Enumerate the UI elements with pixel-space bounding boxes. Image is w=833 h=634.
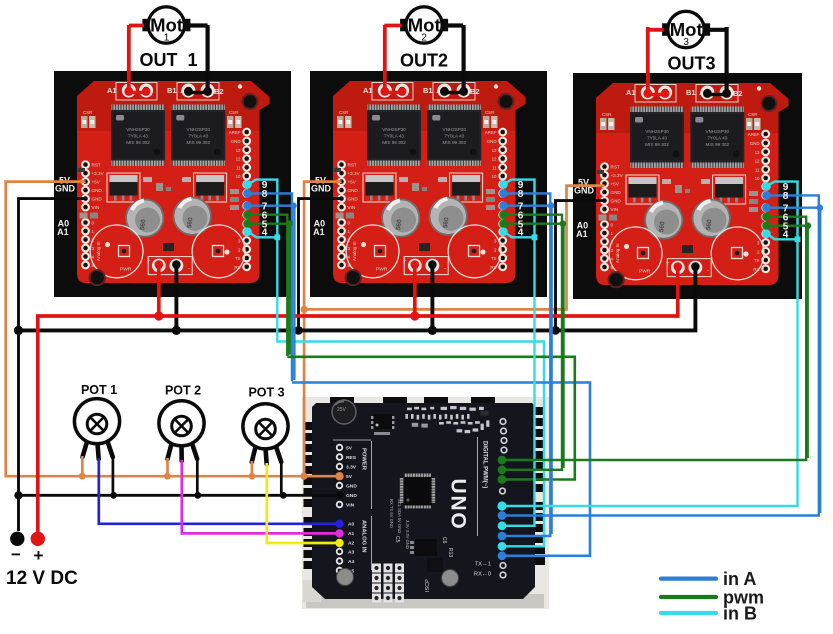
svg-text:VIN: VIN <box>346 502 355 508</box>
svg-text:R13: R13 <box>447 548 453 557</box>
svg-text:A1: A1 <box>348 531 355 537</box>
svg-text:6: 6 <box>262 211 268 222</box>
svg-text:1: 1 <box>164 32 170 43</box>
svg-text:GND: GND <box>346 493 357 499</box>
svg-text:GND: GND <box>346 483 357 489</box>
svg-text:A0: A0 <box>348 522 355 528</box>
svg-text:3.3V: 3.3V <box>346 464 357 470</box>
svg-text:12 V DC: 12 V DC <box>6 568 78 589</box>
svg-text:POT 2: POT 2 <box>165 384 201 398</box>
svg-text:7: 7 <box>518 202 524 213</box>
svg-text:OUT3: OUT3 <box>667 54 715 74</box>
svg-text:POT 1: POT 1 <box>81 383 117 397</box>
svg-text:4: 4 <box>783 230 789 241</box>
svg-text:in B: in B <box>723 604 757 624</box>
svg-text:5V: 5V <box>346 445 353 451</box>
svg-text:9: 9 <box>262 180 268 191</box>
svg-text:A4: A4 <box>348 559 355 565</box>
svg-text:8: 8 <box>518 189 524 200</box>
svg-text:pwm: pwm <box>723 588 764 608</box>
svg-text:6: 6 <box>518 211 524 222</box>
svg-text:A2: A2 <box>348 541 355 547</box>
svg-text:OUT 1: OUT 1 <box>139 50 197 70</box>
svg-text:POT 3: POT 3 <box>248 386 284 400</box>
svg-text:A3: A3 <box>348 550 355 556</box>
svg-text:9: 9 <box>783 182 789 193</box>
svg-text:+: + <box>34 546 44 565</box>
svg-text:3: 3 <box>683 37 689 48</box>
svg-text:2: 2 <box>421 32 427 43</box>
svg-text:ISCP: ISCP <box>425 579 431 592</box>
svg-text:Mot: Mot <box>670 19 703 40</box>
svg-text:4: 4 <box>518 228 524 239</box>
svg-text:RX TX 5V GND: RX TX 5V GND <box>389 499 394 528</box>
svg-text:Mot: Mot <box>408 15 441 36</box>
svg-text:5: 5 <box>518 220 524 231</box>
svg-text:4: 4 <box>262 228 268 239</box>
svg-text:9: 9 <box>518 180 524 191</box>
svg-text:25V: 25V <box>337 407 347 413</box>
svg-text:5V: 5V <box>346 474 353 480</box>
svg-text:RES: RES <box>346 455 357 461</box>
svg-text:Mot: Mot <box>150 15 183 36</box>
svg-text:7: 7 <box>783 204 789 215</box>
svg-text:OUT2: OUT2 <box>400 51 448 71</box>
svg-text:C5: C5 <box>394 536 400 543</box>
svg-text:RX←0: RX←0 <box>474 572 491 578</box>
svg-text:POWER: POWER <box>361 448 367 471</box>
svg-text:3.3V 3.3V GND: 3.3V 3.3V GND <box>405 520 410 549</box>
svg-text:C6: C6 <box>441 537 447 544</box>
svg-text:UNO: UNO <box>447 479 470 531</box>
svg-text:7: 7 <box>262 202 268 213</box>
svg-text:SCL SDA 5V GND: SCL SDA 5V GND <box>397 499 402 533</box>
svg-text:5: 5 <box>262 220 268 231</box>
svg-text:ANALOG IN: ANALOG IN <box>361 520 367 553</box>
svg-text:5: 5 <box>783 222 789 233</box>
svg-text:DIGITAL PWM(~): DIGITAL PWM(~) <box>482 441 488 488</box>
svg-text:6: 6 <box>783 213 789 224</box>
svg-text:TX→1: TX→1 <box>475 562 491 568</box>
svg-text:8: 8 <box>262 189 268 200</box>
svg-text:−: − <box>11 545 21 564</box>
svg-text:8: 8 <box>783 191 789 202</box>
svg-text:in A: in A <box>723 569 756 589</box>
